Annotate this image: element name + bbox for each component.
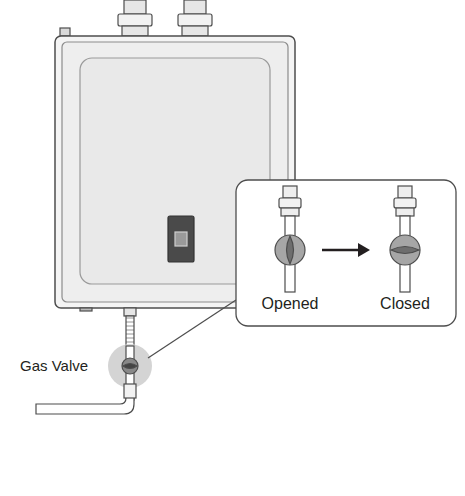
valve-body bbox=[275, 235, 305, 265]
pipe-elbow-joint bbox=[124, 384, 136, 398]
valve-handle bbox=[123, 364, 137, 369]
pipe bbox=[283, 186, 297, 198]
pipe-fitting bbox=[118, 14, 152, 26]
leader-line bbox=[148, 300, 236, 358]
pipe-fitting bbox=[396, 208, 414, 216]
valve-handle bbox=[391, 247, 419, 254]
state-label: Opened bbox=[262, 294, 319, 313]
pipe bbox=[124, 0, 146, 14]
valve-body bbox=[390, 235, 420, 265]
gas-fitting bbox=[124, 308, 136, 316]
top-knob bbox=[60, 28, 70, 36]
heater-foot bbox=[80, 308, 92, 311]
pipe bbox=[184, 0, 206, 14]
gas-flex-pipe bbox=[126, 316, 134, 346]
arrowhead bbox=[358, 243, 370, 257]
pipe-fitting bbox=[182, 26, 208, 36]
control-display bbox=[168, 216, 194, 262]
pipe-fitting bbox=[122, 26, 148, 36]
pipe bbox=[398, 186, 412, 198]
state-arrow bbox=[322, 249, 360, 252]
gas-pipe-elbow bbox=[36, 396, 134, 414]
display-screen bbox=[175, 232, 187, 246]
pipe-fitting bbox=[281, 208, 299, 216]
pipe-nut bbox=[279, 198, 301, 208]
pipe-fitting bbox=[178, 14, 212, 26]
pipe-nut bbox=[394, 198, 416, 208]
valve-label: Gas Valve bbox=[20, 357, 88, 375]
valve-handle bbox=[287, 236, 294, 264]
state-label: Closed bbox=[380, 294, 430, 313]
inset-box bbox=[236, 180, 456, 326]
gas-valve-symbol bbox=[122, 358, 138, 374]
pipe bbox=[285, 216, 295, 292]
